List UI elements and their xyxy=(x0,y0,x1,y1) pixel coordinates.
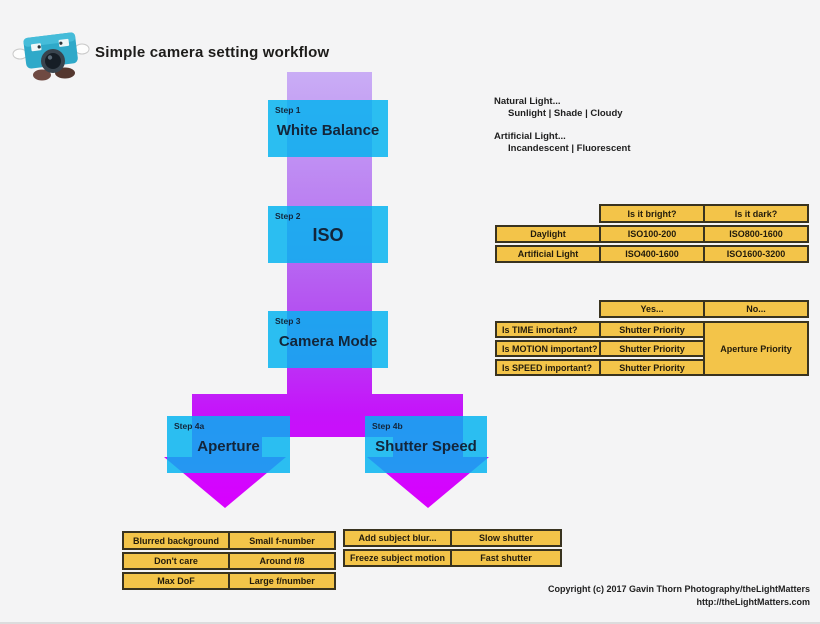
mode-table-header-yes: Yes... xyxy=(599,300,705,318)
aperture-table-setting: Around f/8 xyxy=(228,552,336,570)
aperture-table-goal: Max DoF xyxy=(122,572,230,590)
iso-table-cell: ISO400-1600 xyxy=(599,245,705,263)
aperture-table-goal: Blurred background xyxy=(122,531,230,550)
artificial-light-title: Artificial Light... xyxy=(494,131,566,142)
step4b-shutter-speed-box: Step 4b Shutter Speed xyxy=(365,416,487,473)
step1-label: Step 1 xyxy=(275,105,301,115)
step2-iso-box: Step 2 ISO xyxy=(268,206,388,263)
mode-table-question: Is TIME imortant? xyxy=(495,321,601,338)
mode-table-question: Is SPEED important? xyxy=(495,359,601,376)
iso-table-row-label: Artificial Light xyxy=(495,245,601,263)
shutter-table-setting: Fast shutter xyxy=(450,549,562,567)
page-title: Simple camera setting workflow xyxy=(95,44,330,61)
shutter-table-goal: Add subject blur... xyxy=(343,529,452,547)
aperture-table-goal: Don't care xyxy=(122,552,230,570)
shutter-table-goal: Freeze subject motion xyxy=(343,549,452,567)
step4a-aperture-box: Step 4a Aperture xyxy=(167,416,290,473)
mode-table-no-answer: Aperture Priority xyxy=(703,321,809,376)
iso-table-cell: ISO800-1600 xyxy=(703,225,809,243)
step3-label: Step 3 xyxy=(275,316,301,326)
step1-name: White Balance xyxy=(276,122,380,139)
step4b-name: Shutter Speed xyxy=(375,438,477,455)
mode-table-cell: Shutter Priority xyxy=(599,340,705,357)
mode-table-header-no: No... xyxy=(703,300,809,318)
mode-table-question: Is MOTION important? xyxy=(495,340,601,357)
copyright-line2: http://theLightMatters.com xyxy=(696,597,811,607)
artificial-light-options: Incandescent | Fluorescent xyxy=(508,143,631,154)
step2-name: ISO xyxy=(312,225,344,245)
step1-white-balance-box: Step 1 White Balance xyxy=(268,100,388,157)
step4a-name: Aperture xyxy=(197,438,260,455)
aperture-table-setting: Small f-number xyxy=(228,531,336,550)
shutter-table-setting: Slow shutter xyxy=(450,529,562,547)
mode-table-cell: Shutter Priority xyxy=(599,321,705,338)
copyright-notice: Copyright (c) 2017 Gavin Thorn Photograp… xyxy=(548,583,810,609)
aperture-table-setting: Large f/number xyxy=(228,572,336,590)
step4b-label: Step 4b xyxy=(372,421,403,431)
iso-table-row-label: Daylight xyxy=(495,225,601,243)
natural-light-options: Sunlight | Shade | Cloudy xyxy=(508,108,623,119)
copyright-line1: Copyright (c) 2017 Gavin Thorn Photograp… xyxy=(547,584,810,594)
step4a-label: Step 4a xyxy=(174,421,205,431)
natural-light-title: Natural Light... xyxy=(494,96,561,107)
step3-camera-mode-box: Step 3 Camera Mode xyxy=(268,311,388,368)
light-info-block: Natural Light... Sunlight | Shade | Clou… xyxy=(494,96,631,155)
step2-label: Step 2 xyxy=(275,211,301,221)
iso-table-cell: ISO1600-3200 xyxy=(703,245,809,263)
iso-table-header-dark: Is it dark? xyxy=(703,204,809,223)
step3-name: Camera Mode xyxy=(278,333,378,350)
iso-table-cell: ISO100-200 xyxy=(599,225,705,243)
mode-table-cell: Shutter Priority xyxy=(599,359,705,376)
camera-mascot-icon xyxy=(12,32,90,81)
iso-table-header-bright: Is it bright? xyxy=(599,204,705,223)
